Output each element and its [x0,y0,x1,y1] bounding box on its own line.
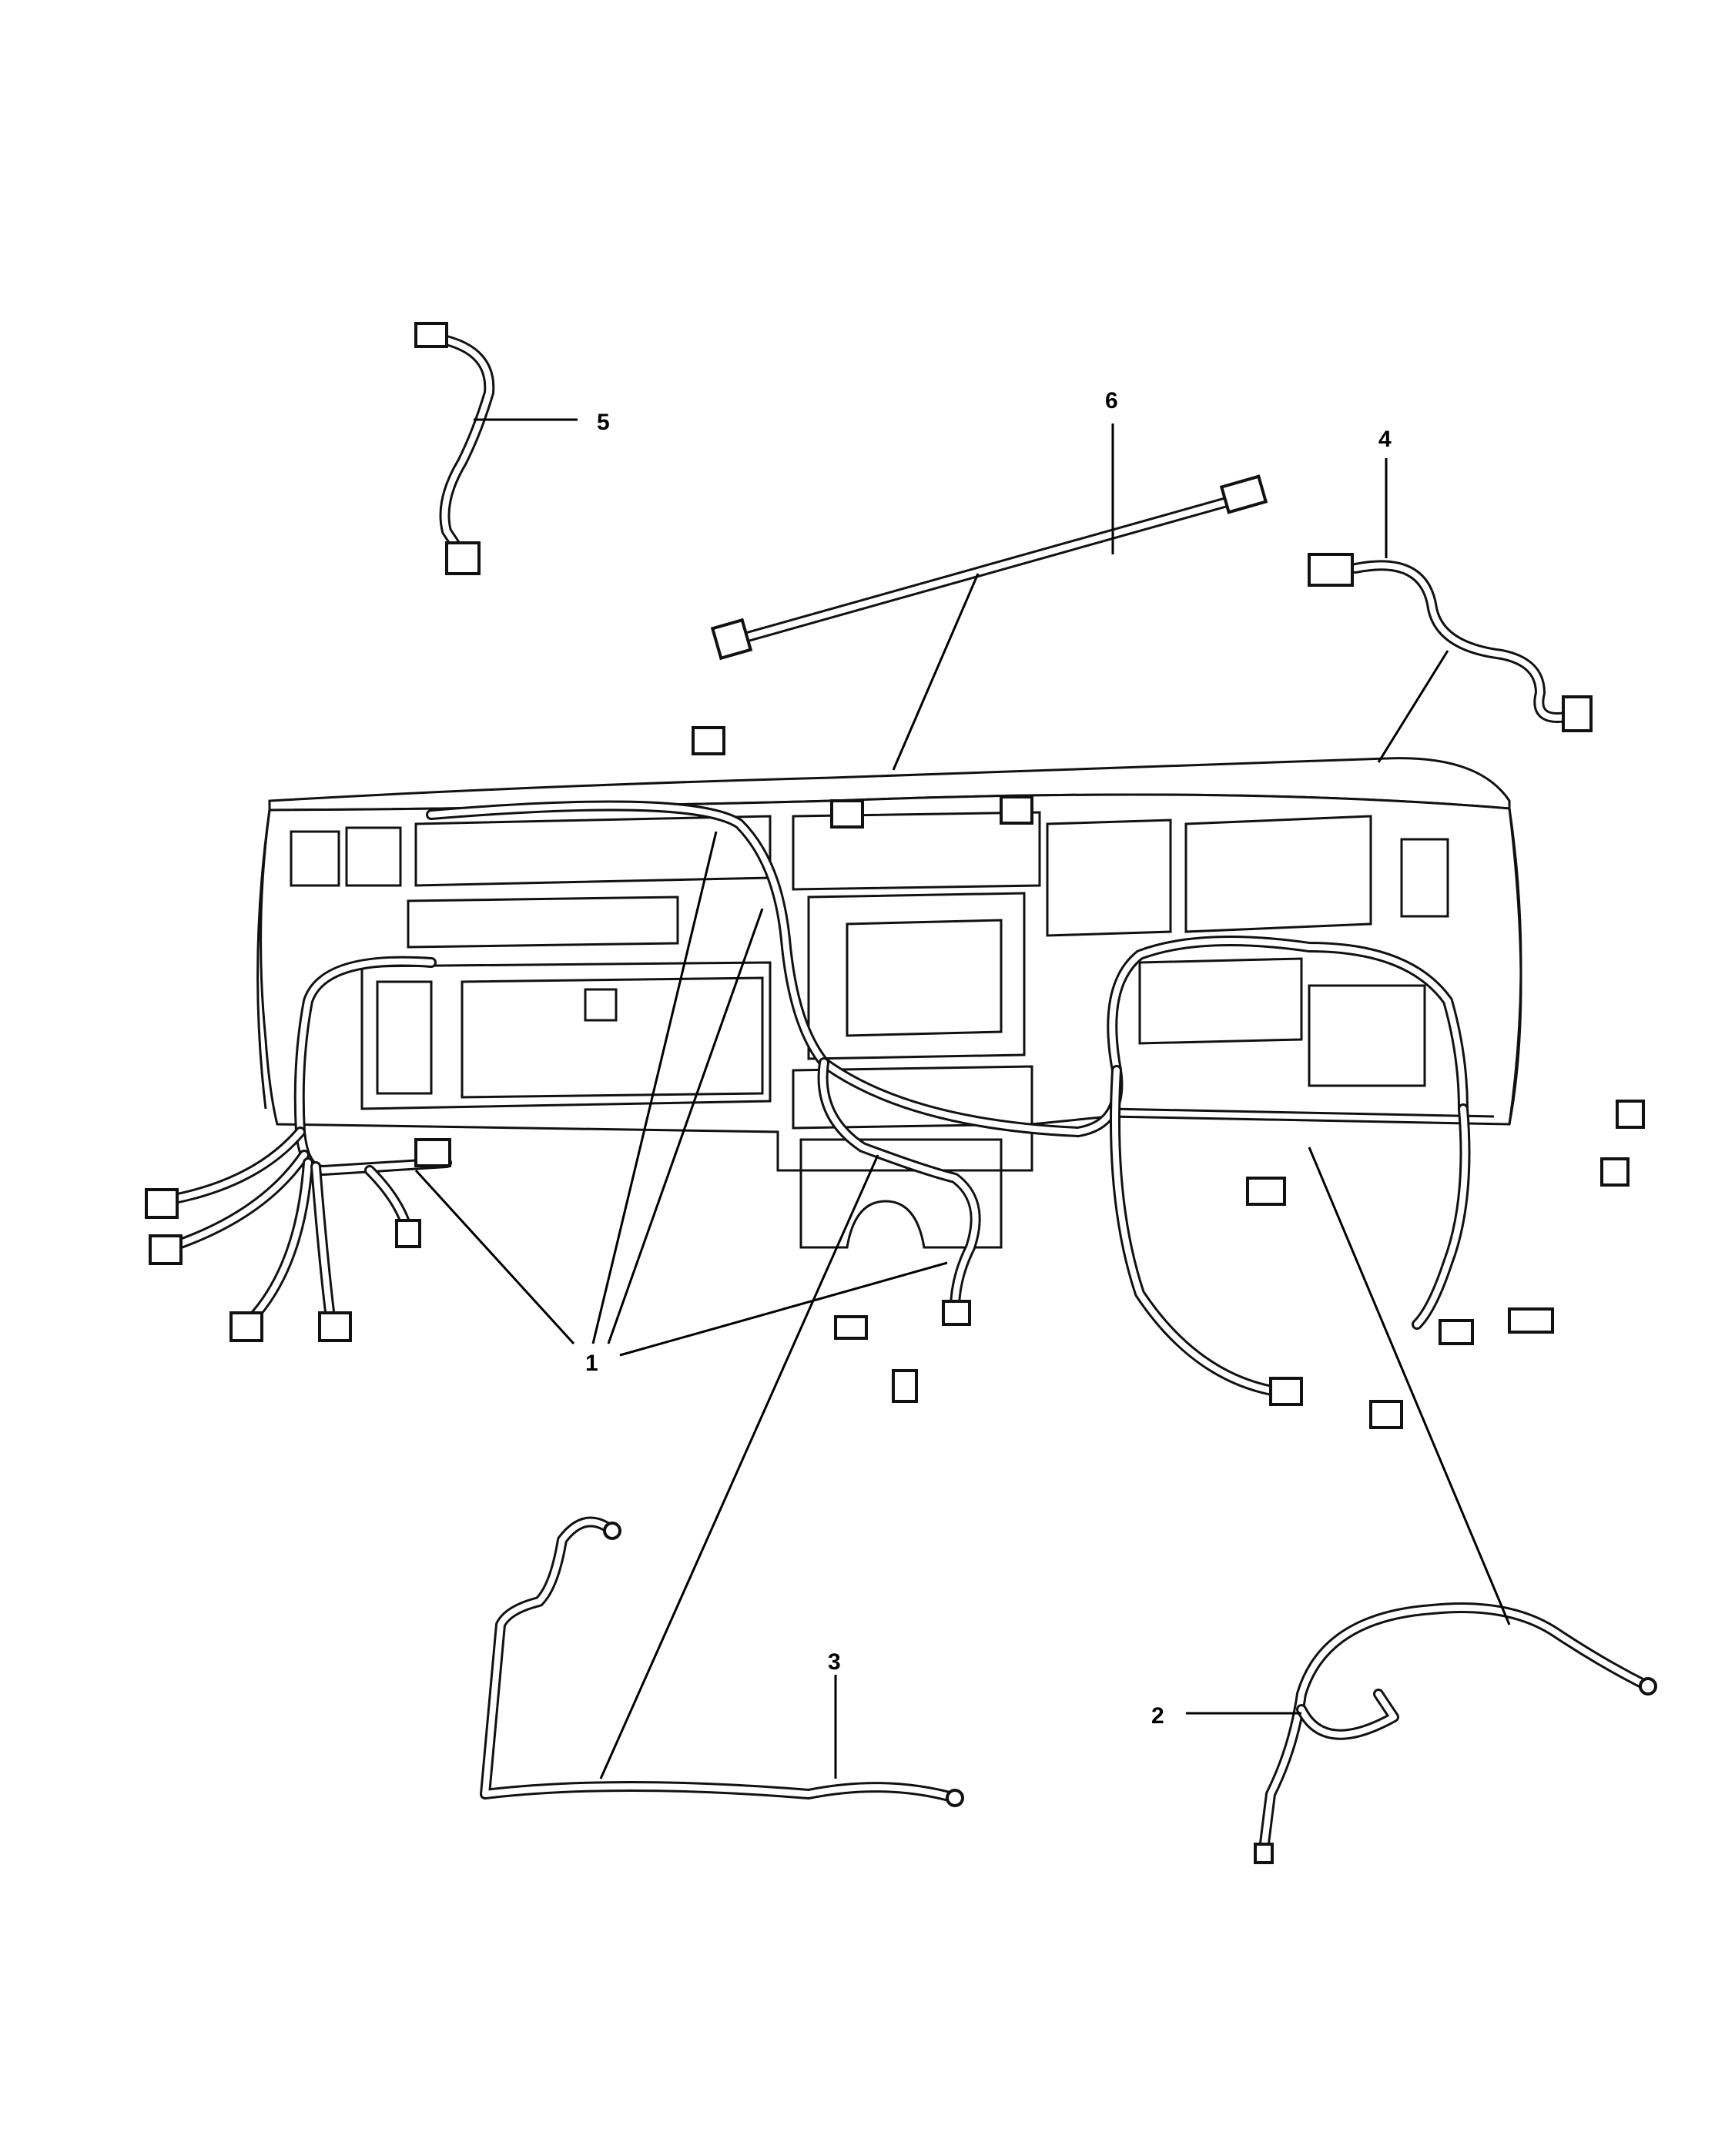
harness-item-5 [414,322,495,575]
harness-item-1 [145,726,1645,1429]
callout-2: 2 [1151,1703,1164,1729]
callout-5: 5 [597,410,610,435]
callout-3: 3 [828,1649,841,1675]
harness-item-2 [1254,1602,1657,1864]
harness-item-3 [480,1516,964,1807]
callout-labels: 5 6 4 1 3 2 [585,388,1392,1729]
callout-4: 4 [1378,427,1392,452]
callout-1: 1 [585,1351,598,1376]
harness-item-4 [1308,553,1593,732]
leader-lines [414,418,1511,1779]
callout-6: 6 [1105,388,1118,413]
harness-item-6 [710,474,1268,661]
instrument-panel [256,757,1522,1249]
